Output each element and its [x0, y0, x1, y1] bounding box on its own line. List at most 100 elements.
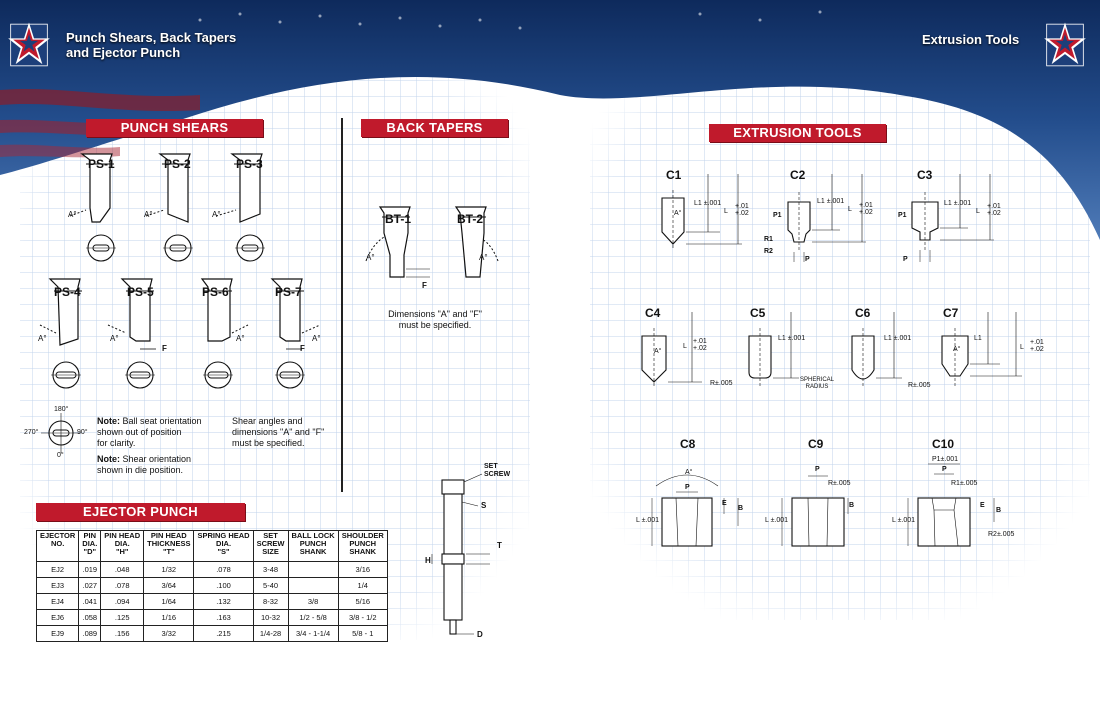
ps-4-angle: A°	[38, 334, 47, 343]
c9-r: R±.005	[828, 480, 851, 487]
c8-b: B	[738, 505, 744, 512]
c10-r2: R2±.005	[988, 531, 1015, 538]
c1-tol-plus: +.01	[735, 203, 749, 210]
c9-drawing	[762, 460, 882, 550]
table-cell: 1/4-28	[252, 625, 289, 642]
back-tapers-note-line1: Dimensions "A" and "F"	[388, 309, 482, 319]
column-header-line: PUNCH	[299, 539, 327, 548]
table-cell: .125	[100, 609, 145, 626]
ps-1-angle: A°	[68, 210, 77, 219]
c1-tol: +.01 +.02	[735, 203, 749, 217]
c6-drawing	[840, 308, 920, 388]
note-shear-line1: Shear orientation	[120, 454, 192, 464]
ejector-t: T	[497, 541, 502, 550]
orientation-0: 0°	[57, 452, 64, 459]
c5-r: R±.005	[710, 380, 733, 387]
table-cell: 3/16	[337, 561, 388, 578]
c2-p1: P1	[773, 212, 782, 219]
orientation-270: 270°	[24, 429, 39, 436]
c3-l1: L1 ±.001	[944, 200, 972, 207]
c2-tol-plus: +.01	[859, 202, 873, 209]
c6-spherical-radius: SPHERICAL RADIUS	[800, 377, 834, 391]
bt-1-angle: A°	[366, 253, 375, 262]
column-header-line: EJECTOR	[40, 531, 76, 540]
c7-tol-minus: +.02	[1030, 346, 1044, 353]
ps-3-label: PS-3	[236, 157, 263, 171]
table-cell: .019	[78, 561, 102, 578]
ps-7-angle: A°	[312, 334, 321, 343]
left-page-title: Punch Shears, Back Tapers and Ejector Pu…	[66, 30, 236, 60]
c6-sph-line2: RADIUS	[805, 384, 829, 390]
c3-tol: +.01 +.02	[987, 203, 1001, 217]
table-cell: 10-32	[252, 609, 289, 626]
section-extrusion-tools: EXTRUSION TOOLS	[709, 124, 886, 142]
c10-r1: R1±.005	[951, 480, 978, 487]
table-cell: EJ2	[35, 561, 80, 578]
bt-2-drawing	[438, 195, 508, 295]
table-cell: .094	[100, 593, 145, 610]
note-shear-angles-line2: dimensions "A" and "F"	[232, 427, 325, 437]
table-cell: .100	[193, 577, 254, 594]
ps-1-drawing	[66, 150, 126, 265]
ps-3-angle: A°	[212, 210, 221, 219]
column-header-line: "S"	[217, 547, 230, 556]
c3-drawing	[898, 170, 1018, 265]
c7-a: A°	[953, 346, 961, 353]
c4-a: A°	[654, 348, 662, 355]
table-cell: 5-40	[252, 577, 289, 594]
c9-label: C9	[808, 437, 824, 451]
table-cell: .048	[100, 561, 145, 578]
note-shear-angles-line1: Shear angles and	[232, 416, 303, 426]
note-shear-angles: Shear angles and dimensions "A" and "F" …	[232, 416, 342, 449]
section-punch-shears: PUNCH SHEARS	[86, 119, 263, 137]
note-ball-seat-line1: Ball seat orientation	[120, 416, 202, 426]
bt-1-drawing	[362, 195, 432, 295]
orientation-180: 180°	[54, 406, 69, 413]
c2-label: C2	[790, 168, 806, 182]
c3-l: L	[976, 208, 980, 215]
ps-6-drawing	[182, 275, 252, 395]
back-tapers-note: Dimensions "A" and "F" must be specified…	[370, 309, 500, 331]
column-header-line: DIA.	[216, 539, 232, 548]
set-screw-line2: SCREW	[484, 471, 511, 478]
ps-5-f: F	[162, 344, 167, 353]
c7-l: L	[1020, 344, 1024, 351]
column-header-line: SHANK	[349, 547, 377, 556]
column-header-line: "H"	[115, 547, 129, 556]
table-cell: EJ4	[35, 593, 80, 610]
section-back-tapers: BACK TAPERS	[361, 119, 508, 137]
ps-4-drawing	[38, 275, 98, 395]
table-cell	[287, 577, 339, 594]
bt-1-label: BT-1	[385, 212, 412, 226]
note-ball-seat: Note: Ball seat orientation shown out of…	[97, 416, 227, 449]
column-header-line: DIA.	[82, 539, 98, 548]
ejector-punch-drawing	[430, 470, 510, 645]
c4-tol-plus: +.01	[693, 338, 707, 345]
set-screw-line1: SET	[484, 463, 498, 470]
column-header-line: SCREW	[256, 539, 285, 548]
c1-tol-minus: +.02	[735, 210, 749, 217]
column-header-line: PUNCH	[349, 539, 377, 548]
c2-drawing	[770, 170, 890, 265]
ps-7-f: F	[300, 344, 305, 353]
c3-p: P	[903, 256, 908, 263]
ejector-s: S	[481, 501, 487, 510]
c9-l: L ±.001	[765, 517, 789, 524]
c4-l: L	[683, 343, 687, 350]
column-header-line: PIN	[83, 531, 97, 540]
c4-label: C4	[645, 306, 661, 320]
table-cell: .215	[193, 625, 254, 642]
note-shear-line2: shown in die position.	[97, 465, 184, 475]
c7-r: R±.005	[908, 382, 931, 389]
c10-label: C10	[932, 437, 955, 451]
table-cell: EJ9	[35, 625, 80, 642]
table-cell: 1/32	[143, 561, 195, 578]
